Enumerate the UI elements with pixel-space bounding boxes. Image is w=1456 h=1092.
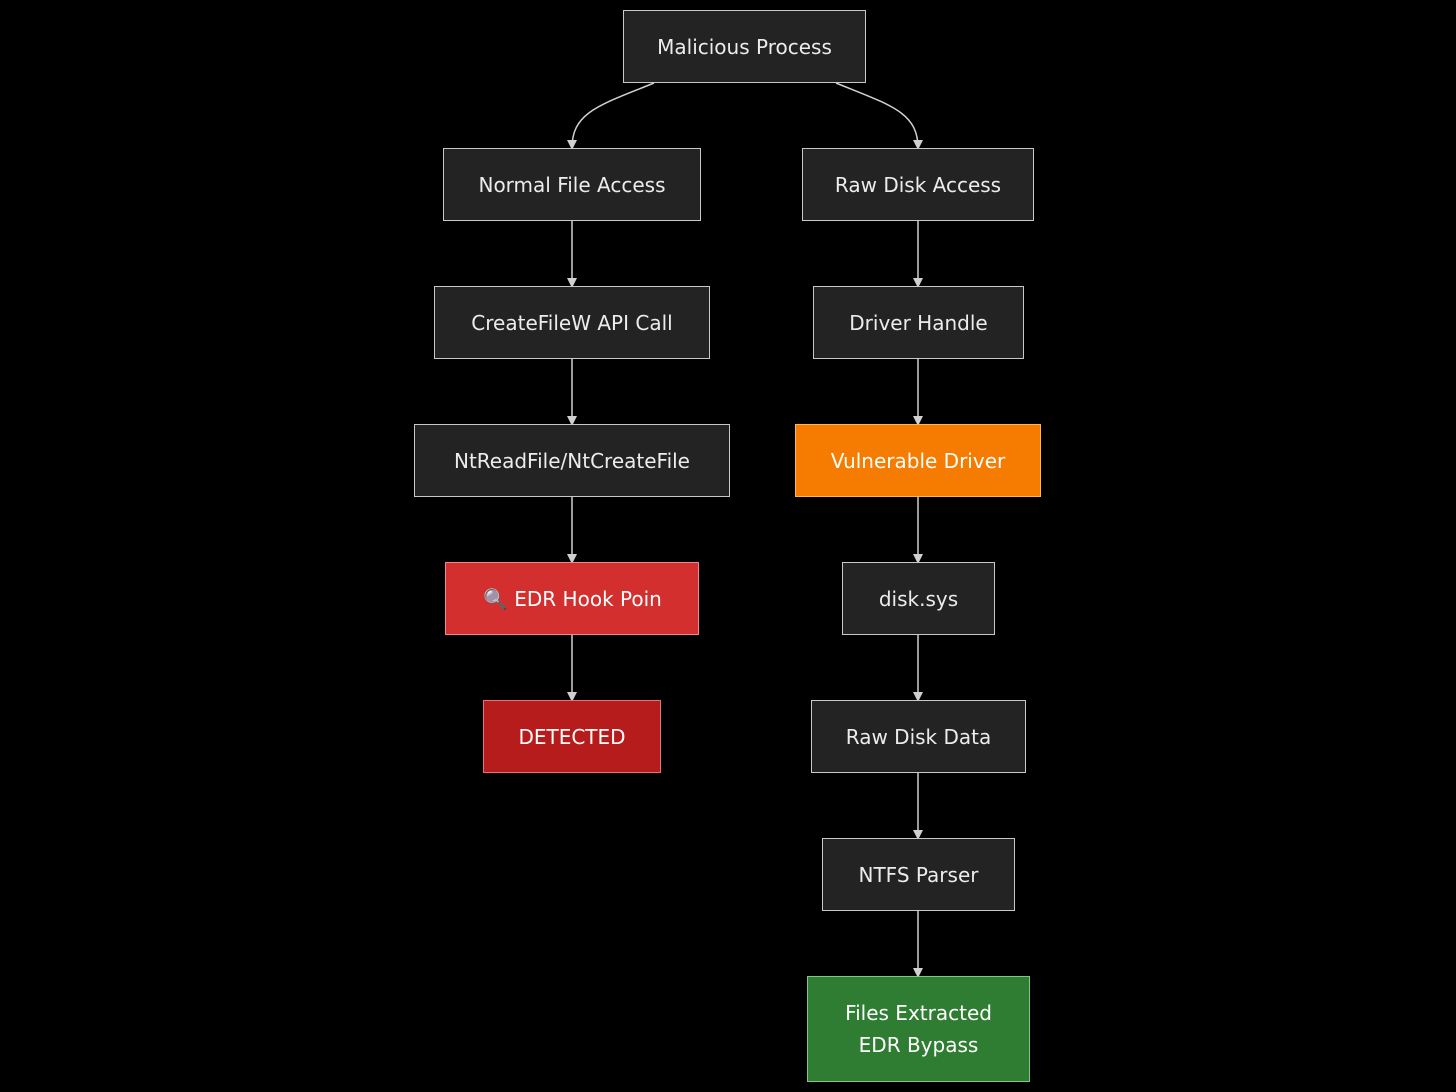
node-label: NtReadFile/NtCreateFile <box>454 448 690 473</box>
node-disk-sys: disk.sys <box>842 562 995 635</box>
node-vulnerable-driver: Vulnerable Driver <box>795 424 1041 497</box>
node-label: Malicious Process <box>657 34 832 59</box>
node-edr-hook-point: 🔍 EDR Hook Point <box>445 562 699 635</box>
node-driver-handle: Driver Handle <box>813 286 1024 359</box>
node-label: disk.sys <box>878 586 959 611</box>
node-label-line-1: Files Extracted <box>845 1001 992 1025</box>
node-detected: DETECTED <box>483 700 661 773</box>
node-files-extracted: Files Extracted EDR Bypass <box>807 976 1030 1082</box>
node-label: Raw Disk Data <box>845 724 992 749</box>
node-raw-disk-access: Raw Disk Access <box>802 148 1034 221</box>
edge-malicious-to-raw <box>835 82 923 150</box>
node-label: NTFS Parser <box>858 862 979 887</box>
node-label-lines: Files Extracted EDR Bypass <box>845 997 992 1061</box>
node-ntreadfile-ntcreatefile: NtReadFile/NtCreateFile <box>414 424 730 497</box>
node-ntfs-parser: NTFS Parser <box>822 838 1015 911</box>
node-label: Raw Disk Access <box>834 172 1002 197</box>
node-raw-disk-data: Raw Disk Data <box>811 700 1026 773</box>
node-label: Driver Handle <box>849 310 988 335</box>
node-createfilew-api-call: CreateFileW API Call <box>434 286 710 359</box>
node-label: Normal File Access <box>478 172 666 197</box>
node-label: 🔍 EDR Hook Point <box>483 586 661 611</box>
node-malicious-process: Malicious Process <box>623 10 866 83</box>
node-label-line-2: EDR Bypass <box>858 1033 979 1057</box>
node-label: DETECTED <box>518 724 626 749</box>
node-label: Vulnerable Driver <box>830 448 1006 473</box>
edge-malicious-to-normal <box>567 82 655 150</box>
node-label: CreateFileW API Call <box>471 310 673 335</box>
node-normal-file-access: Normal File Access <box>443 148 701 221</box>
